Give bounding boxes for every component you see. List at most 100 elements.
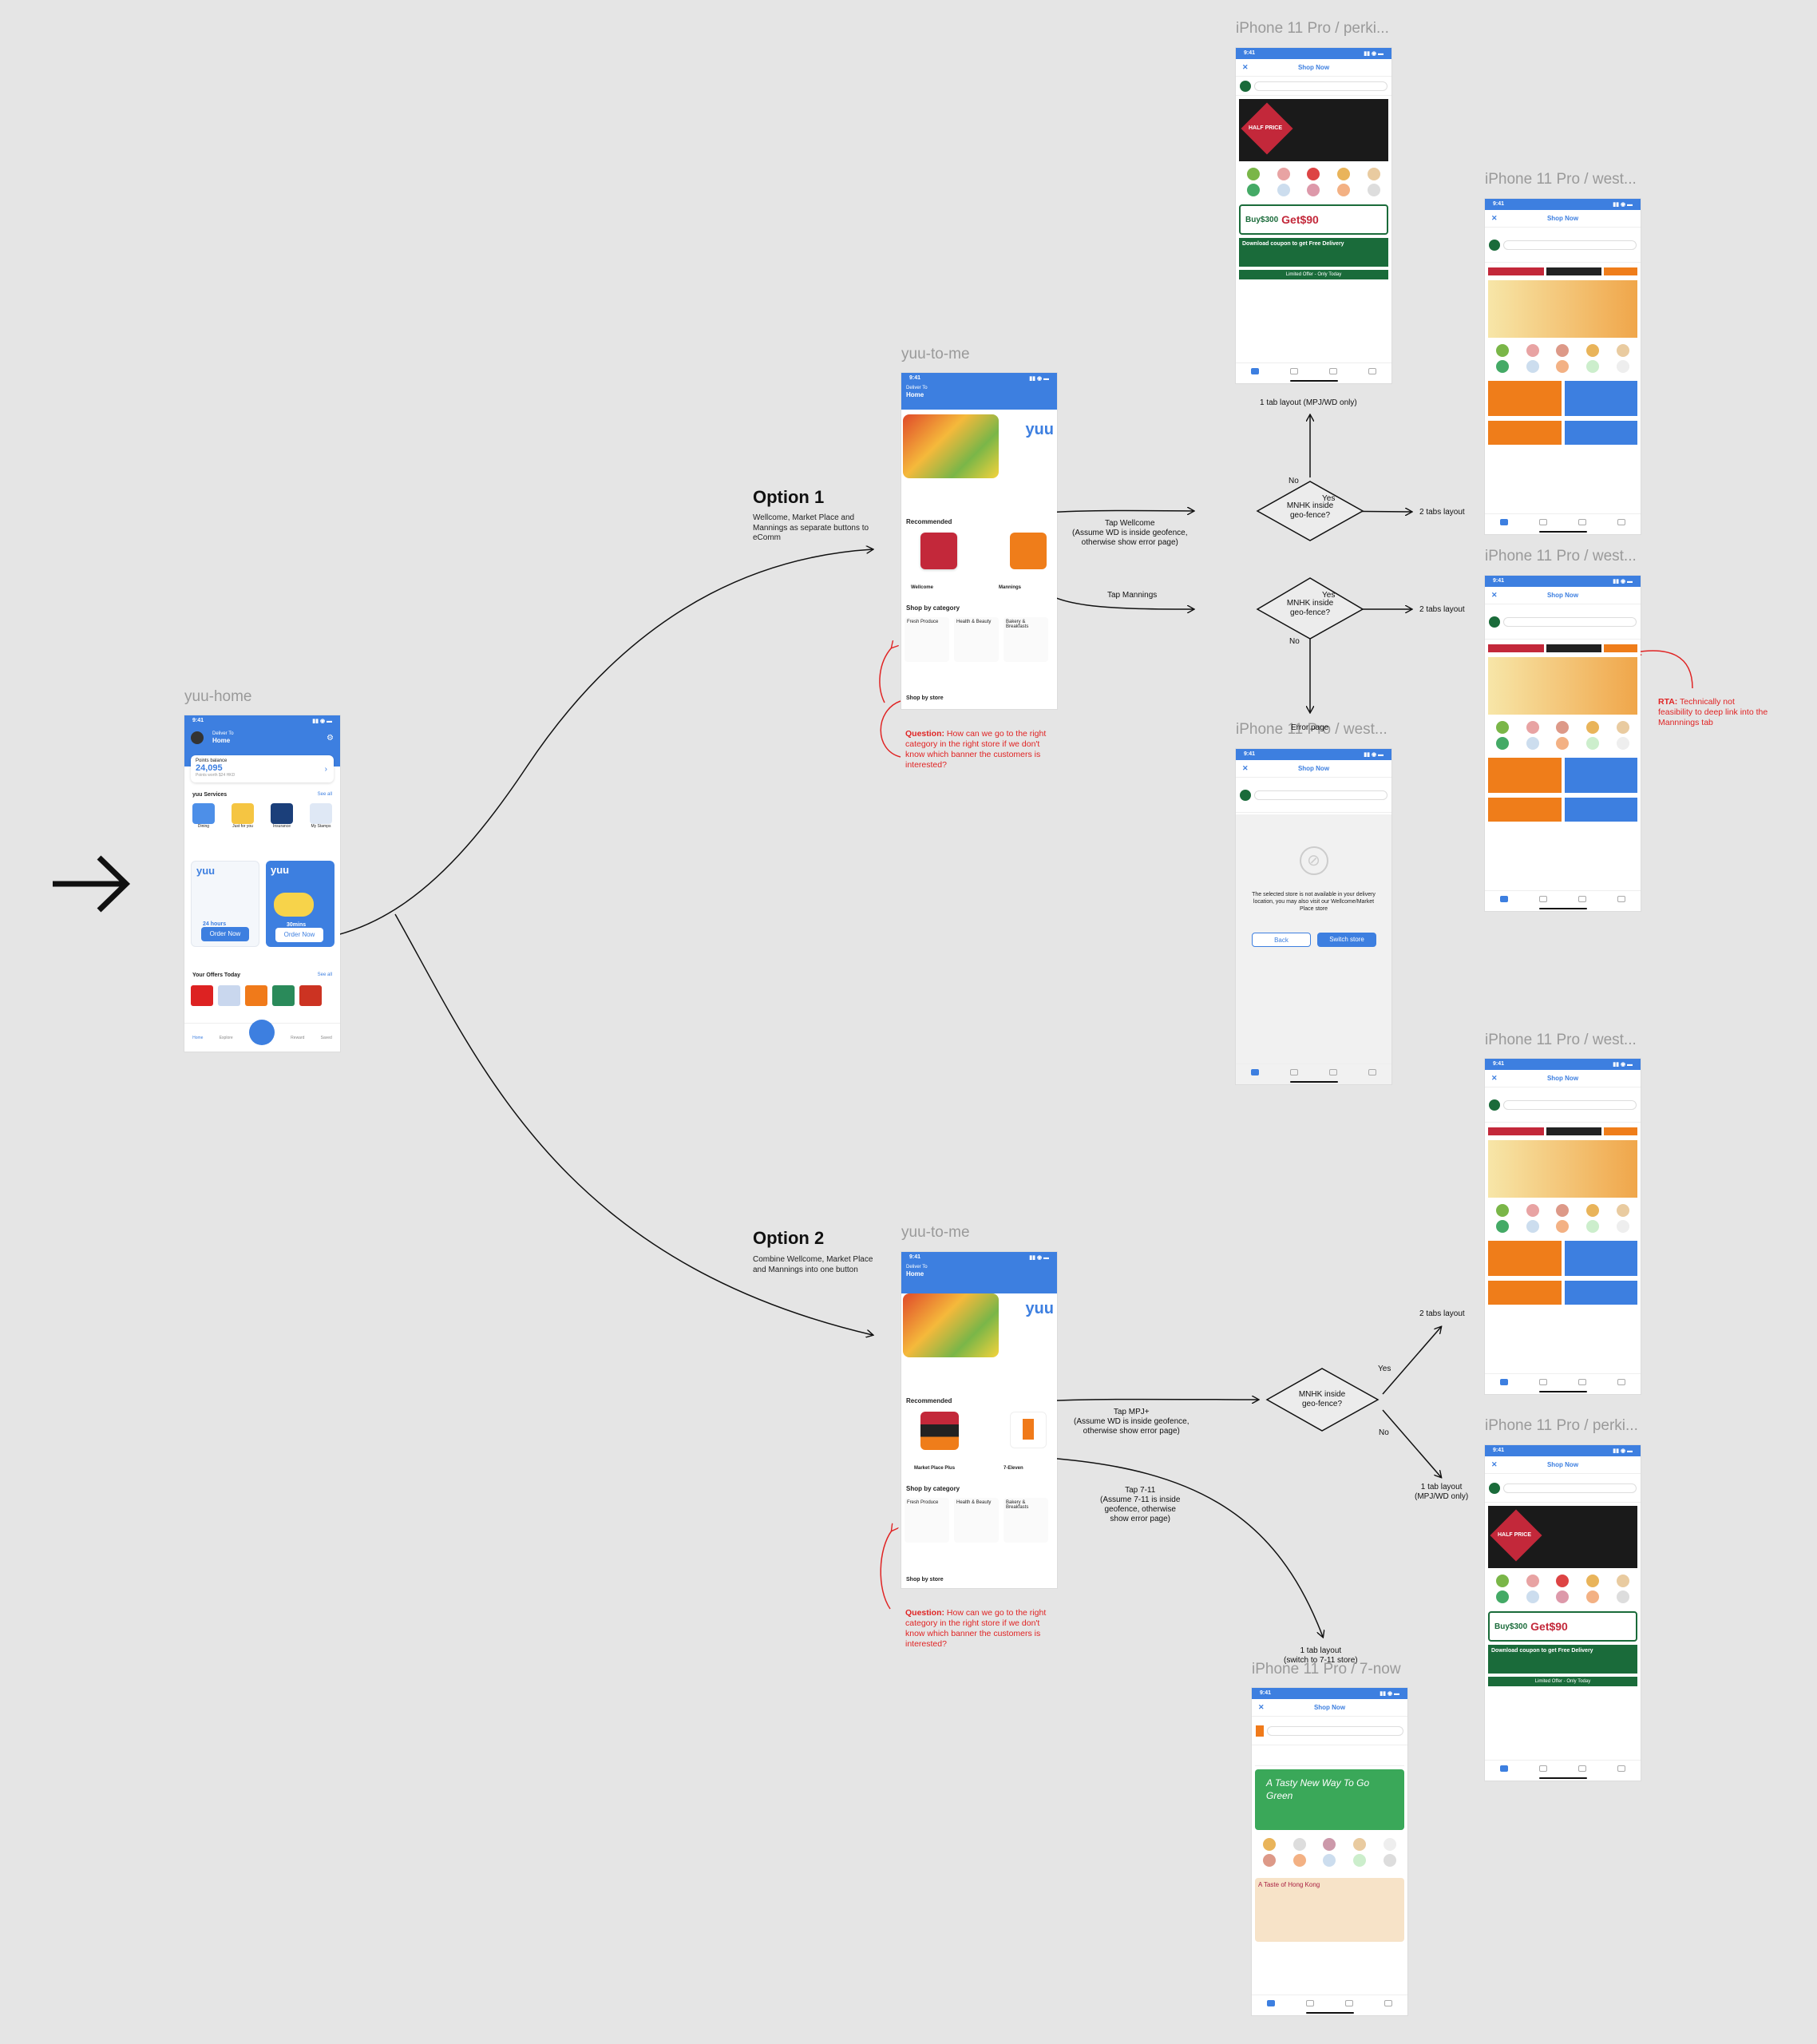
frame-label-west-2: iPhone 11 Pro / west... — [1485, 548, 1637, 564]
close-icon[interactable]: ✕ — [1242, 764, 1249, 772]
result-1tab-711: 1 tab layout (switch to 7-11 store) — [1284, 1646, 1358, 1665]
search-input[interactable] — [1503, 1483, 1637, 1493]
category-fresh-produce[interactable]: Fresh Produce — [905, 617, 949, 662]
category-bakery[interactable]: Bakery & Breakfasts — [1004, 617, 1048, 662]
tab-home[interactable] — [1500, 518, 1509, 525]
search-input[interactable] — [1267, 1725, 1403, 1736]
globe-off-icon: ⊘ — [1299, 846, 1328, 875]
tab-reward[interactable]: Reward — [291, 1035, 305, 1040]
bottom-tab-bar: Home Explore Reward Saved — [184, 1019, 340, 1052]
frame-label-perki-top: iPhone 11 Pro / perki... — [1236, 20, 1389, 37]
option2-title: Option 2 — [753, 1228, 825, 1248]
green-banner[interactable]: A Tasty New Way To Go Green — [1255, 1769, 1404, 1830]
result-1tab-mpj: 1 tab layout (MPJ/WD only) — [1260, 398, 1357, 407]
seven-eleven-button[interactable] — [1010, 1412, 1047, 1448]
shop-screen-west-1: 9:41▮▮ ◉ ▬ ✕Shop Now — [1485, 199, 1641, 534]
frame-label-west-err: iPhone 11 Pro / west... — [1236, 721, 1387, 738]
frame-label-west-1: iPhone 11 Pro / west... — [1485, 171, 1637, 188]
deal-banner[interactable] — [1488, 280, 1637, 338]
yuu-to-me-now-card[interactable]: yuu 30mins Order Now — [266, 861, 335, 947]
diamond-1-label: MNHK inside geo-fence? — [1286, 501, 1334, 520]
coupon-banner[interactable]: Download coupon to get Free Delivery — [1239, 238, 1388, 267]
home-location[interactable]: Home — [212, 737, 231, 745]
close-icon[interactable]: ✕ — [1491, 1460, 1498, 1468]
chevron-right-icon: › — [324, 765, 327, 774]
category-health-beauty[interactable]: Health & Beauty — [954, 617, 999, 662]
shop-screen-error: 9:41▮▮ ◉ ▬ ✕Shop Now ⊘ The selected stor… — [1236, 749, 1391, 1084]
diamond-2-label: MNHK inside geo-fence? — [1286, 599, 1334, 617]
market-place-plus-button[interactable] — [920, 1412, 959, 1450]
shop-screen-perki-top: 9:41▮▮ ◉ ▬ ✕Shop Now HALF PRICE Buy$300 … — [1236, 48, 1391, 383]
category-grid — [1236, 164, 1391, 200]
tab-cart[interactable] — [1328, 367, 1337, 374]
tab-home[interactable]: Home — [192, 1035, 204, 1040]
tap-mannings-label: Tap Mannings — [1107, 591, 1158, 600]
close-icon[interactable]: ✕ — [1491, 591, 1498, 599]
tab-saved[interactable]: Saved — [320, 1035, 332, 1040]
search-input[interactable] — [1503, 240, 1637, 250]
error-message: The selected store is not available in y… — [1252, 892, 1376, 913]
yuu-to-me-card[interactable]: yuu 24 hours Order Now — [191, 861, 259, 947]
gear-icon[interactable]: ⚙ — [327, 733, 334, 743]
d1-no: No — [1289, 477, 1299, 485]
d1-yes: Yes — [1322, 494, 1336, 503]
rta-note: RTA: Technically not feasibility to deep… — [1658, 697, 1768, 728]
question-note-1: Question: How can we go to the right cat… — [905, 729, 1047, 770]
hero-banner[interactable]: yuu — [901, 1289, 1057, 1362]
half-price-banner[interactable]: HALF PRICE — [1239, 99, 1388, 161]
search-input[interactable] — [1254, 81, 1387, 91]
d2-no: No — [1289, 637, 1300, 646]
service-just-for-you[interactable]: Just for you — [230, 803, 255, 829]
frame-label-perki-bottom: iPhone 11 Pro / perki... — [1485, 1417, 1638, 1434]
service-stamps[interactable]: My Stamps — [308, 803, 334, 829]
tap-mpj-label: Tap MPJ+ (Assume WD is inside geofence, … — [1074, 1408, 1190, 1436]
see-all-offers-link[interactable]: See all — [317, 972, 332, 977]
hero-banner[interactable]: yuu — [901, 410, 1057, 483]
category-fresh-produce[interactable]: Fresh Produce — [905, 1498, 949, 1543]
close-icon[interactable]: ✕ — [1258, 1703, 1265, 1711]
service-insurance[interactable]: Insurance — [269, 803, 295, 829]
option2-desc: Combine Wellcome, Market Place and Manni… — [753, 1255, 873, 1274]
tab-category[interactable] — [1290, 367, 1299, 374]
wellcome-store-button[interactable] — [920, 533, 957, 569]
tab-account[interactable] — [1368, 367, 1376, 374]
yuu-center-button[interactable] — [248, 1019, 275, 1045]
taste-banner[interactable]: A Taste of Hong Kong — [1255, 1878, 1404, 1942]
frame-label-7-now: iPhone 11 Pro / 7-now — [1252, 1661, 1401, 1678]
close-icon[interactable]: ✕ — [1491, 214, 1498, 222]
home-location[interactable]: Home — [906, 391, 924, 399]
home-location[interactable]: Home — [906, 1270, 924, 1278]
category-bakery[interactable]: Bakery & Breakfasts — [1004, 1498, 1048, 1543]
close-icon[interactable]: ✕ — [1242, 63, 1249, 71]
shop-screen-7-now: 9:41▮▮ ◉ ▬ ✕Shop Now A Tasty New Way To … — [1252, 1688, 1407, 2015]
tab-home[interactable] — [1251, 367, 1260, 374]
search-input[interactable] — [1503, 616, 1637, 627]
mannings-store-button[interactable] — [1010, 533, 1047, 569]
see-all-link[interactable]: See all — [317, 792, 332, 797]
services-row: Dining Just for you Insurance My Stamps — [191, 803, 334, 829]
points-card[interactable]: Points balance 24,095 Points worth $24 H… — [191, 755, 334, 782]
result-1tab-mpj-2: 1 tab layout (MPJ/WD only) — [1415, 1483, 1469, 1501]
back-button[interactable]: Back — [1252, 933, 1311, 947]
avatar[interactable] — [191, 731, 204, 745]
promo-banner[interactable]: Buy$300 Get$90 — [1239, 204, 1388, 235]
order-now-button-2[interactable]: Order Now — [275, 928, 323, 942]
service-dining[interactable]: Dining — [191, 803, 216, 829]
d3-yes: Yes — [1378, 1365, 1391, 1373]
category-row: Fresh Produce Health & Beauty Bakery & B… — [905, 617, 1057, 662]
switch-store-button[interactable]: Switch store — [1317, 933, 1376, 947]
connector-option1 — [247, 549, 873, 942]
half-price-banner[interactable]: HALF PRICE — [1488, 1506, 1637, 1568]
order-now-button-1[interactable]: Order Now — [201, 927, 249, 941]
close-icon[interactable]: ✕ — [1491, 1074, 1498, 1082]
search-input[interactable] — [1503, 1099, 1637, 1110]
search-input[interactable] — [1254, 790, 1387, 800]
result-2tabs-1: 2 tabs layout — [1419, 508, 1465, 517]
shop-screen-perki-bottom: 9:41▮▮ ◉ ▬ ✕Shop Now HALF PRICE Buy$300 … — [1485, 1445, 1641, 1781]
category-health-beauty[interactable]: Health & Beauty — [954, 1498, 999, 1543]
frame-label-yuu-to-me-2: yuu-to-me — [901, 1224, 970, 1241]
tab-explore[interactable]: Explore — [219, 1035, 233, 1040]
frame-label-west-3: iPhone 11 Pro / west... — [1485, 1032, 1637, 1048]
